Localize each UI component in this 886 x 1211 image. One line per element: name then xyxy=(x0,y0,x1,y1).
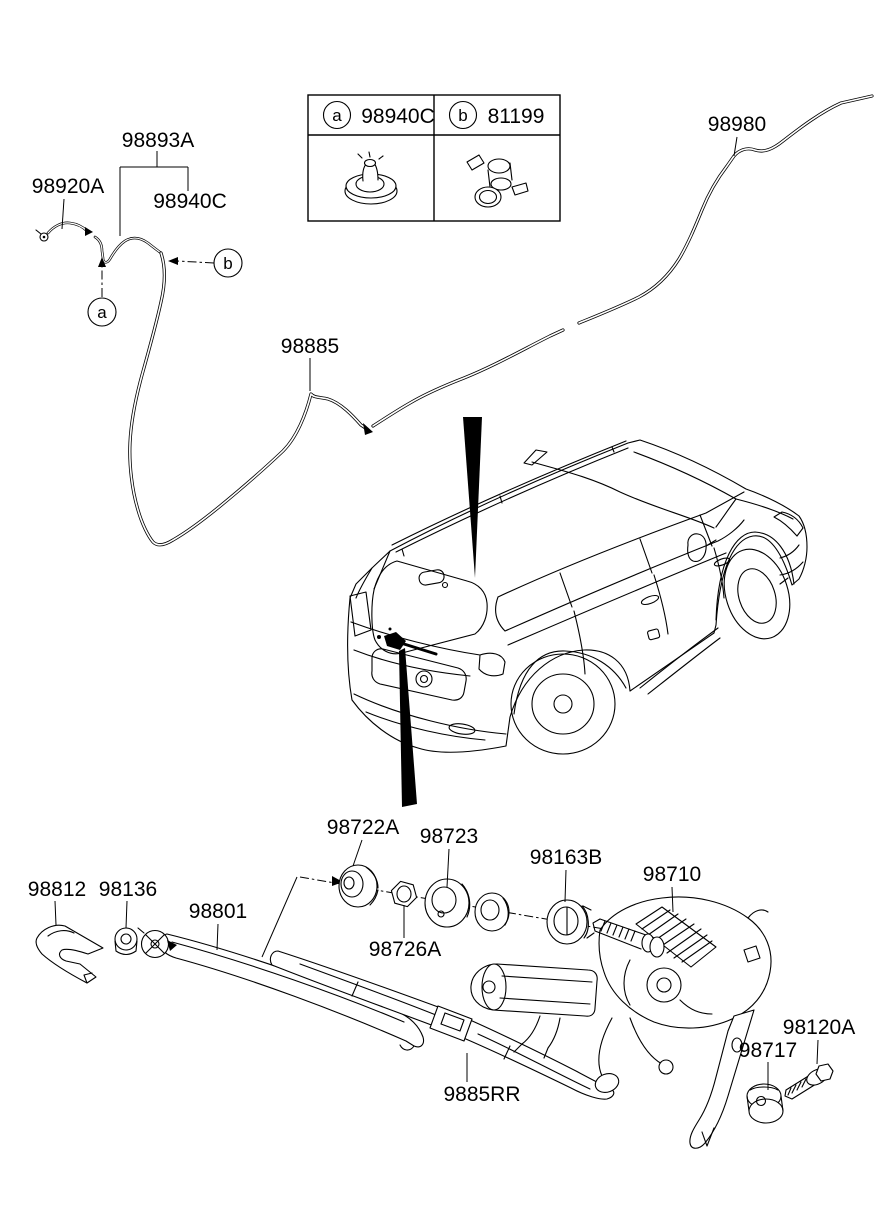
label-pivot-washer: 98723 xyxy=(420,825,478,848)
washer-nozzle-cluster xyxy=(35,221,163,264)
label-arm-nut: 98136 xyxy=(99,878,157,901)
front-wheel xyxy=(723,548,791,640)
arm-head-cover-part xyxy=(35,924,104,984)
car-illustration xyxy=(347,439,808,755)
car-body-outline xyxy=(347,439,808,753)
label-bracket-grommet: 98717 xyxy=(739,1039,797,1062)
side-mirror xyxy=(687,533,707,562)
callout-a: a xyxy=(87,257,117,327)
label-wiper-blade: 9885RR xyxy=(443,1083,520,1106)
label-hose-rear: 98885 xyxy=(281,335,339,358)
callout-b-letter: b xyxy=(223,254,232,273)
grommet-icon xyxy=(344,151,398,205)
taillight-left xyxy=(349,591,372,637)
legend-part-b: 81199 xyxy=(488,105,545,128)
wiper-motor-part xyxy=(470,896,772,1149)
legend-callout-a: a xyxy=(332,106,342,125)
label-rear-wiper-motor: 98710 xyxy=(643,863,701,886)
label-wiper-arm: 98801 xyxy=(189,900,247,923)
leader-lines xyxy=(54,136,819,1090)
pivot-cap-part xyxy=(338,864,379,908)
door-handle xyxy=(640,594,660,606)
location-wedge-lower xyxy=(399,648,417,807)
legend-part-a: 98940C xyxy=(361,105,435,128)
legend-callout-b-circle xyxy=(448,100,478,130)
taillight-right xyxy=(478,652,506,677)
callout-b: b xyxy=(168,248,243,278)
pivot-grommet-part xyxy=(546,899,595,945)
label-pivot-grommet: 98163B xyxy=(530,846,602,869)
rear-window xyxy=(371,560,488,655)
screw-clip-icon xyxy=(466,154,529,208)
callout-a-arrow xyxy=(98,257,106,267)
mounting-bolt-part xyxy=(784,1063,834,1100)
bracket-grommet-part xyxy=(746,1083,784,1124)
rear-wiper-on-glass xyxy=(377,627,438,656)
fuel-door xyxy=(647,628,661,641)
legend-callout-a-circle xyxy=(322,100,352,130)
hose-connector xyxy=(363,423,373,435)
callout-b-circle xyxy=(213,248,243,278)
label-hose-front: 98980 xyxy=(708,113,766,136)
axis-arrow xyxy=(332,876,343,886)
label-hose-nozzle: 98920A xyxy=(32,175,104,198)
legend-table: a 98940C b 81199 xyxy=(307,94,561,222)
pivot-washer-part xyxy=(424,878,471,928)
antenna xyxy=(523,449,548,466)
rear-washer-hose xyxy=(128,251,565,547)
location-wedge-upper xyxy=(463,417,482,578)
hose-end-arrow xyxy=(85,227,93,236)
arm-nut-part xyxy=(114,927,138,956)
front-washer-hose xyxy=(577,94,874,325)
rear-wheel xyxy=(510,653,616,755)
label-pivot-cap: 98722A xyxy=(327,816,399,839)
pivot-nut-part xyxy=(390,880,418,908)
door-handle-front xyxy=(713,557,731,567)
rearview-mirror xyxy=(418,569,445,586)
axis-lead xyxy=(261,876,298,958)
callout-b-arrow xyxy=(168,257,178,265)
label-arm-head-cover: 98812 xyxy=(28,878,86,901)
headlight xyxy=(773,511,804,537)
label-nozzle-assembly: 98893A xyxy=(122,129,194,152)
label-grommet: 98940C xyxy=(153,190,227,213)
label-pivot-nut: 98726A xyxy=(369,938,441,961)
exhaust xyxy=(448,723,476,735)
label-mounting-bolt: 98120A xyxy=(783,1016,855,1039)
callout-a-circle xyxy=(87,297,117,327)
pivot-spacer-part xyxy=(474,892,510,932)
part-labels: 98920A 98893A 98940C 98980 98885 98722A … xyxy=(28,113,855,1106)
callout-a-letter: a xyxy=(97,303,107,322)
wiper-blade-part xyxy=(269,950,615,1100)
legend-callout-b: b xyxy=(458,106,467,125)
license-recess xyxy=(371,648,467,701)
